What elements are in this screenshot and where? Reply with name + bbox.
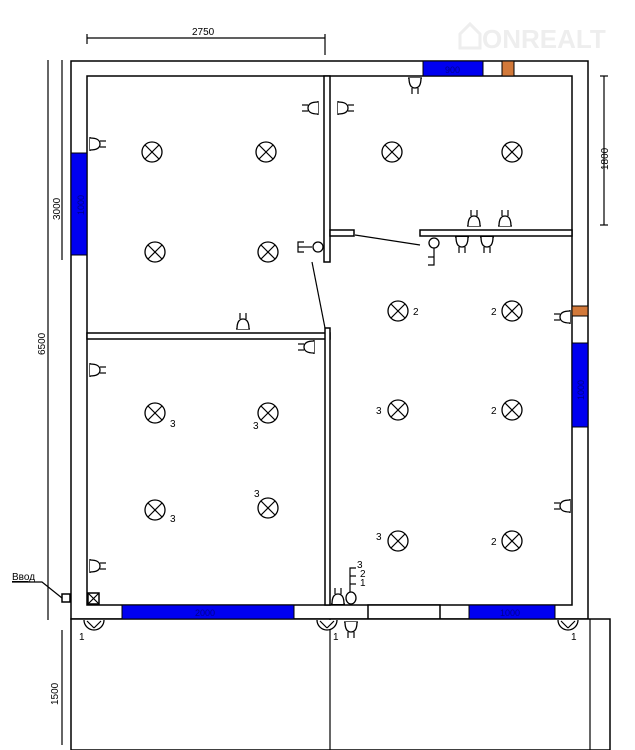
ceiling-light-icon (387, 300, 409, 322)
window-right (571, 342, 589, 428)
dim-top-label: 2750 (192, 27, 215, 38)
ceiling-lights (83, 141, 579, 631)
wall-lamp-icon (480, 236, 494, 253)
entry-label: Ввод (12, 572, 35, 583)
window-bottom-right-label: 1000 (500, 608, 520, 618)
ceiling-light-icon (257, 497, 279, 519)
light-label: 3 (254, 489, 260, 500)
door-top (501, 60, 515, 77)
light-label: 3 (170, 419, 176, 430)
dimension-porch: 1500 (50, 630, 63, 745)
wall-lamp-icon (236, 313, 250, 330)
ceiling-light-icon (501, 399, 523, 421)
window-left-label: 1000 (76, 195, 86, 215)
window-bottom-right (468, 604, 556, 620)
light-label: 3 (376, 406, 382, 417)
wall-lamps (89, 77, 571, 638)
wall-lamp-icon (89, 363, 106, 377)
ceiling-light-icon (257, 241, 279, 263)
light-label: 2 (491, 307, 497, 318)
switch-group: 3 2 1 (297, 237, 440, 605)
wall-lamp-icon (89, 559, 106, 573)
wall-lamp-icon (498, 210, 512, 227)
ceiling-light-icon (501, 141, 523, 163)
switch-label: 1 (360, 578, 366, 589)
corner-lamp-label: 1 (571, 632, 577, 643)
wall-lamp-icon (331, 588, 345, 605)
wall-lamp-icon (302, 101, 319, 115)
ceiling-light-icon (144, 402, 166, 424)
ceiling-light-icon (381, 141, 403, 163)
dim-left-total: 6500 (37, 332, 48, 355)
switch-label: 3 (357, 560, 363, 571)
wall-lamp-icon (89, 137, 106, 151)
interior-walls (86, 75, 573, 633)
light-label: 2 (491, 537, 497, 548)
logo-watermark: ONREALT (482, 24, 606, 54)
corner-lamp-label: 1 (333, 632, 339, 643)
ceiling-light-icon (255, 141, 277, 163)
light-label: 2 (491, 406, 497, 417)
entry-marker: Ввод (12, 572, 100, 605)
door-right (571, 305, 589, 317)
wall-lamp-icon (337, 101, 354, 115)
window-top (422, 60, 484, 77)
ceiling-light-icon (144, 241, 166, 263)
window-bottom-left (121, 604, 295, 620)
ceiling-light-icon (387, 530, 409, 552)
light-label: 3 (376, 532, 382, 543)
house-logo-icon (458, 21, 482, 50)
ceiling-light-icon (141, 141, 163, 163)
dimension-top: 2750 (86, 27, 326, 55)
corner-lamp-label: 1 (79, 632, 85, 643)
wall-lamp-icon (554, 310, 571, 324)
ceiling-light-icon (387, 399, 409, 421)
wall-lamp-icon (298, 340, 315, 354)
corner-lamp-icon (83, 619, 105, 631)
light-label: 3 (253, 421, 259, 432)
light-label: 2 (413, 307, 419, 318)
corner-lamp-icon (316, 619, 338, 631)
ceiling-light-icon (257, 402, 279, 424)
light-label: 3 (170, 514, 176, 525)
dimension-left: 6500 3000 (37, 60, 63, 620)
dimension-right: 1800 (600, 75, 611, 226)
dim-porch: 1500 (50, 682, 61, 705)
ceiling-light-icon (501, 300, 523, 322)
window-top-label: 900 (445, 65, 460, 75)
switch-label: 2 (360, 569, 366, 580)
wall-lamp-icon (467, 210, 481, 227)
porch (70, 618, 611, 750)
wall-lamp-icon (344, 621, 358, 638)
wall-lamp-icon (455, 236, 469, 253)
corner-lamp-icon (557, 619, 579, 631)
window-bottom-left-label: 2000 (195, 608, 215, 618)
ceiling-light-icon (501, 530, 523, 552)
dim-left-room: 3000 (52, 197, 63, 220)
dim-right-room: 1800 (600, 147, 611, 170)
wall-lamp-icon (554, 499, 571, 513)
window-right-label: 1000 (576, 380, 586, 400)
wall-lamp-icon (408, 77, 422, 94)
ceiling-light-icon (144, 499, 166, 521)
window-left (70, 152, 88, 256)
